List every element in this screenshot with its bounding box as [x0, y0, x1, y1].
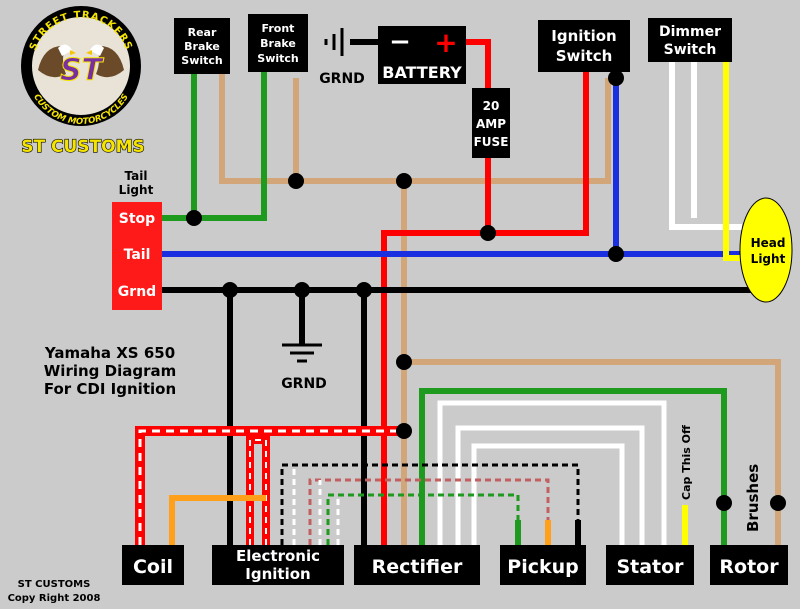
white-wires: [437, 400, 667, 545]
rear-brake-switch: Rear Brake Switch: [174, 18, 230, 74]
battery-label: BATTERY: [382, 63, 462, 82]
green-wire: [150, 72, 727, 545]
svg-text:Light: Light: [751, 252, 786, 266]
coil: Coil: [122, 545, 184, 585]
stator: Stator: [606, 545, 694, 585]
footer-copyright: ST CUSTOMS Copy Right 2008: [8, 579, 101, 604]
tail-tail-label: Tail: [124, 247, 151, 263]
tail-light: Stop Tail Grnd: [112, 202, 162, 310]
svg-text:Rectifier: Rectifier: [372, 556, 463, 578]
ground-symbol-mid: [282, 343, 322, 363]
svg-text:ST CUSTOMS: ST CUSTOMS: [18, 579, 91, 590]
coil-wire: [135, 426, 404, 545]
svg-text:Brake: Brake: [260, 37, 296, 50]
diagram-title: Yamaha XS 650 Wiring Diagram For CDI Ign…: [44, 344, 176, 398]
battery-plus: +: [434, 26, 457, 59]
svg-text:Switch: Switch: [664, 42, 717, 58]
svg-text:Electronic: Electronic: [236, 547, 320, 565]
junctions: [186, 70, 786, 511]
svg-text:Switch: Switch: [257, 52, 298, 65]
svg-text:AMP: AMP: [476, 117, 506, 131]
logo: STREET TRACKERS ST CUSTOM MOTORCYCLES ST…: [21, 6, 145, 158]
rectifier: Rectifier: [354, 545, 480, 585]
pickup: Pickup: [500, 545, 586, 585]
ground-symbol-top: [324, 28, 344, 56]
svg-text:Ignition: Ignition: [551, 27, 616, 45]
eagle-right-icon: [86, 44, 124, 78]
logo-monogram: ST: [60, 53, 105, 88]
black-wire: [160, 287, 758, 545]
svg-text:20: 20: [483, 99, 500, 113]
battery-minus: −: [389, 27, 411, 57]
front-brake-switch: Front Brake Switch: [248, 14, 308, 72]
grnd-mid-label: GRND: [281, 376, 327, 392]
brushes-label: Brushes: [744, 464, 762, 532]
rotor: Rotor: [710, 545, 788, 585]
svg-text:Yamaha XS 650: Yamaha XS 650: [44, 344, 175, 362]
grnd-top-label: GRND: [319, 71, 365, 87]
battery: − + BATTERY: [378, 26, 466, 84]
eagle-left-icon: [38, 44, 76, 78]
dimmer-switch: Dimmer Switch: [648, 18, 732, 62]
svg-text:For CDI Ignition: For CDI Ignition: [44, 380, 176, 398]
svg-text:Switch: Switch: [181, 54, 222, 67]
svg-text:Wiring Diagram: Wiring Diagram: [44, 362, 176, 380]
blue-wire: [160, 78, 758, 257]
cap-note: Cap This Off: [680, 425, 693, 500]
svg-text:Stator: Stator: [616, 556, 684, 578]
svg-text:Front: Front: [262, 22, 295, 35]
pickup-wires: [280, 463, 580, 545]
tail-light-title: Tail: [125, 169, 148, 183]
tail-grnd-label: Grnd: [118, 284, 156, 300]
logo-brand: ST CUSTOMS: [21, 137, 145, 157]
red-wire: [381, 39, 589, 545]
tail-stop-label: Stop: [119, 211, 155, 227]
svg-text:Brake: Brake: [184, 40, 220, 53]
head-light: Head Light: [739, 197, 793, 303]
wires: [135, 39, 781, 545]
svg-text:FUSE: FUSE: [474, 135, 509, 149]
electronic-ignition: Electronic Ignition: [212, 545, 344, 585]
svg-text:Coil: Coil: [133, 556, 173, 578]
ignition-switch: Ignition Switch: [538, 20, 630, 72]
svg-text:Light: Light: [119, 183, 154, 197]
svg-text:Copy Right 2008: Copy Right 2008: [8, 593, 101, 604]
orange-wire: [169, 495, 266, 545]
svg-text:Rotor: Rotor: [719, 556, 779, 578]
svg-text:Pickup: Pickup: [507, 556, 578, 578]
headlight-wires: [669, 60, 742, 261]
fuse: 20 AMP FUSE: [472, 88, 510, 158]
svg-text:Dimmer: Dimmer: [659, 24, 721, 40]
svg-text:Rear: Rear: [188, 26, 217, 39]
svg-text:Head: Head: [751, 236, 786, 250]
svg-text:Ignition: Ignition: [245, 565, 310, 583]
svg-text:Switch: Switch: [556, 47, 613, 65]
